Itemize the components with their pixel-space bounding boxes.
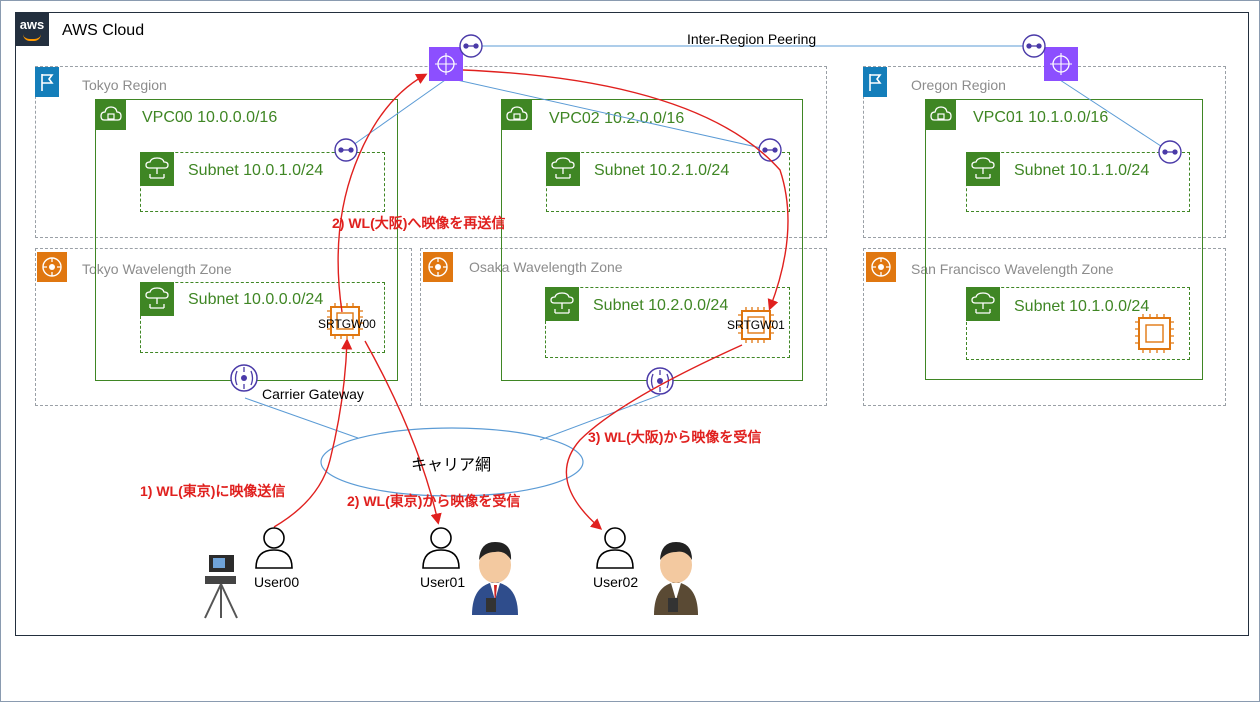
san-francisco-wavelength-zone-icon (866, 252, 896, 282)
subnet-label: Subnet 10.1.0.0/24 (1014, 298, 1150, 315)
flow-2-tgw-to-srtgw01 (462, 69, 789, 311)
person-user02-illustration (654, 542, 698, 615)
user01-label: User01 (420, 574, 466, 590)
subnet-icon (966, 287, 1000, 321)
subnet-10-2-0-0 (545, 287, 790, 358)
peering-lines (244, 45, 1171, 441)
srtgw00-label: SRTGW00 (318, 317, 376, 331)
aws-logo-icon: aws (15, 12, 49, 46)
subnet-icon (140, 152, 174, 186)
person-user01-illustration (472, 542, 518, 615)
carrier-gateway-label: Carrier Gateway (262, 386, 364, 402)
tokyo-wavelength-zone-group (35, 248, 412, 406)
aws-cloud-group (15, 12, 1249, 636)
tokyo-wavelength-zone-label: Tokyo Wavelength Zone (82, 261, 232, 277)
subnet-icon (546, 152, 580, 186)
carrier-gateway-osaka-icon (646, 367, 674, 395)
vpc00-icon (96, 100, 126, 130)
osaka-wavelength-zone-icon (423, 252, 453, 282)
vpc02-icon (502, 100, 532, 130)
osaka-wavelength-zone-label: Osaka Wavelength Zone (469, 259, 623, 275)
peering-connection-glyphs (338, 43, 1178, 155)
osaka-wavelength-zone-group (420, 248, 827, 406)
user00-icon (255, 527, 293, 569)
flow-2-srtgw00-to-user01 (364, 340, 442, 525)
vpc00-label: VPC00 10.0.0.0/16 (142, 109, 278, 126)
ec2-instance-srtgw01-icon (738, 307, 774, 343)
vpc01-label: VPC01 10.1.0.0/16 (973, 109, 1109, 126)
tokyo-region-flag-icon (35, 67, 59, 97)
carrier-network-ellipse (320, 427, 584, 497)
tgw-vpc01-attachment-line (1059, 79, 1171, 153)
vpc01-icon (926, 100, 956, 130)
tokyo-region-label: Tokyo Region (82, 77, 167, 93)
flow-label-1: 1) WL(東京)に映像送信 (140, 483, 286, 499)
ec2-instance-sf-icon (1135, 314, 1174, 353)
srtgw01-label: SRTGW01 (727, 318, 785, 332)
san-francisco-wavelength-zone-group (863, 248, 1226, 406)
flow-label-2-receive: 2) WL(東京)から映像を受信 (347, 493, 521, 509)
flow-2-srtgw00-to-tgw (337, 73, 428, 313)
aws-cloud-label: AWS Cloud (62, 22, 145, 39)
flow-label-2-resend: 2) WL(大阪)へ映像を再送信 (332, 215, 506, 231)
oregon-region-label: Oregon Region (911, 77, 1006, 93)
oregon-region-flag-icon (863, 67, 887, 97)
user00-label: User00 (254, 574, 300, 590)
subnet-10-0-0-0 (140, 282, 385, 353)
flow-label-3: 3) WL(大阪)から映像を受信 (588, 429, 762, 445)
carrier-gateway-osaka-line (539, 394, 661, 441)
flow-1-user00-to-srtgw00 (273, 338, 353, 528)
subnet-label: Subnet 10.0.0.0/24 (188, 291, 324, 308)
aws-logo-text: aws (19, 17, 45, 32)
carrier-gateway-tokyo-icon (230, 364, 258, 392)
user02-label: User02 (593, 574, 639, 590)
subnet-icon (140, 282, 174, 316)
subnet-label: Subnet 10.2.0.0/24 (593, 297, 729, 314)
subnet-label: Subnet 10.0.1.0/24 (188, 162, 324, 179)
san-francisco-wavelength-zone-label: San Francisco Wavelength Zone (911, 261, 1114, 277)
inter-region-peering-label: Inter-Region Peering (687, 31, 817, 47)
vpc01-group (925, 99, 1203, 380)
tokyo-wavelength-zone-icon (37, 252, 67, 282)
subnet-label: Subnet 10.1.1.0/24 (1014, 162, 1150, 179)
tgw-vpc02-attachment-line (447, 77, 771, 151)
transit-gateway-tokyo-icon (429, 47, 463, 81)
subnet-icon (966, 152, 1000, 186)
ec2-instance-srtgw00-icon (327, 303, 363, 339)
flow-3-srtgw01-to-user02 (565, 344, 743, 530)
carrier-network-label: キャリア網 (411, 457, 492, 474)
transit-gateway-oregon-icon (1044, 47, 1078, 81)
user02-icon (596, 527, 634, 569)
tgw-vpc00-attachment-line (345, 77, 449, 151)
flow-arrows (273, 69, 789, 530)
subnet-label: Subnet 10.2.1.0/24 (594, 162, 730, 179)
user01-icon (422, 527, 460, 569)
carrier-gateway-tokyo-line (244, 397, 359, 439)
subnet-10-1-0-0 (966, 287, 1190, 360)
subnet-icon (545, 287, 579, 321)
camera-tripod-icon (204, 555, 238, 619)
